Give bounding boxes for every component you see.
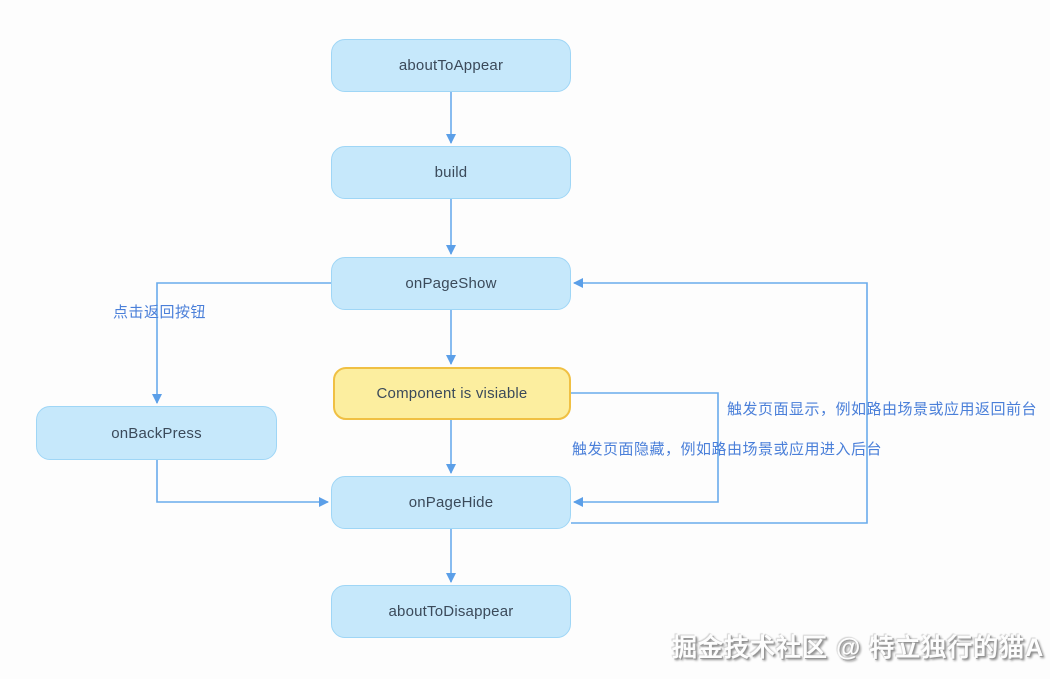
edge-label-back-press: 点击返回按钮 [113,304,207,321]
node-component-visible: Component is visiable [333,367,571,420]
node-label: Component is visiable [376,385,528,402]
node-build: build [331,146,571,199]
node-onPageHide: onPageHide [331,476,571,529]
edge-onBackPress-onPageHide [156,460,329,507]
edge-label-page-show: 触发页面显示，例如路由场景或应用返回前台 [727,401,1038,418]
node-label: onBackPress [111,424,202,442]
node-label: onPageHide [408,494,494,511]
node-label: aboutToDisappear [388,603,514,620]
node-onPageShow: onPageShow [331,257,571,310]
node-label: onPageShow [405,275,497,292]
node-aboutToAppear: aboutToAppear [331,39,571,92]
watermark: 掘金技术社区 @ 特立独行的猫A [672,634,1045,662]
edge-label-page-hide: 触发页面隐藏，例如路由场景或应用进入后台 [572,441,883,458]
node-label: build [434,164,468,181]
node-label: aboutToAppear [398,57,504,74]
node-onBackPress: onBackPress [36,406,277,460]
node-aboutToDisappear: aboutToDisappear [331,585,571,638]
